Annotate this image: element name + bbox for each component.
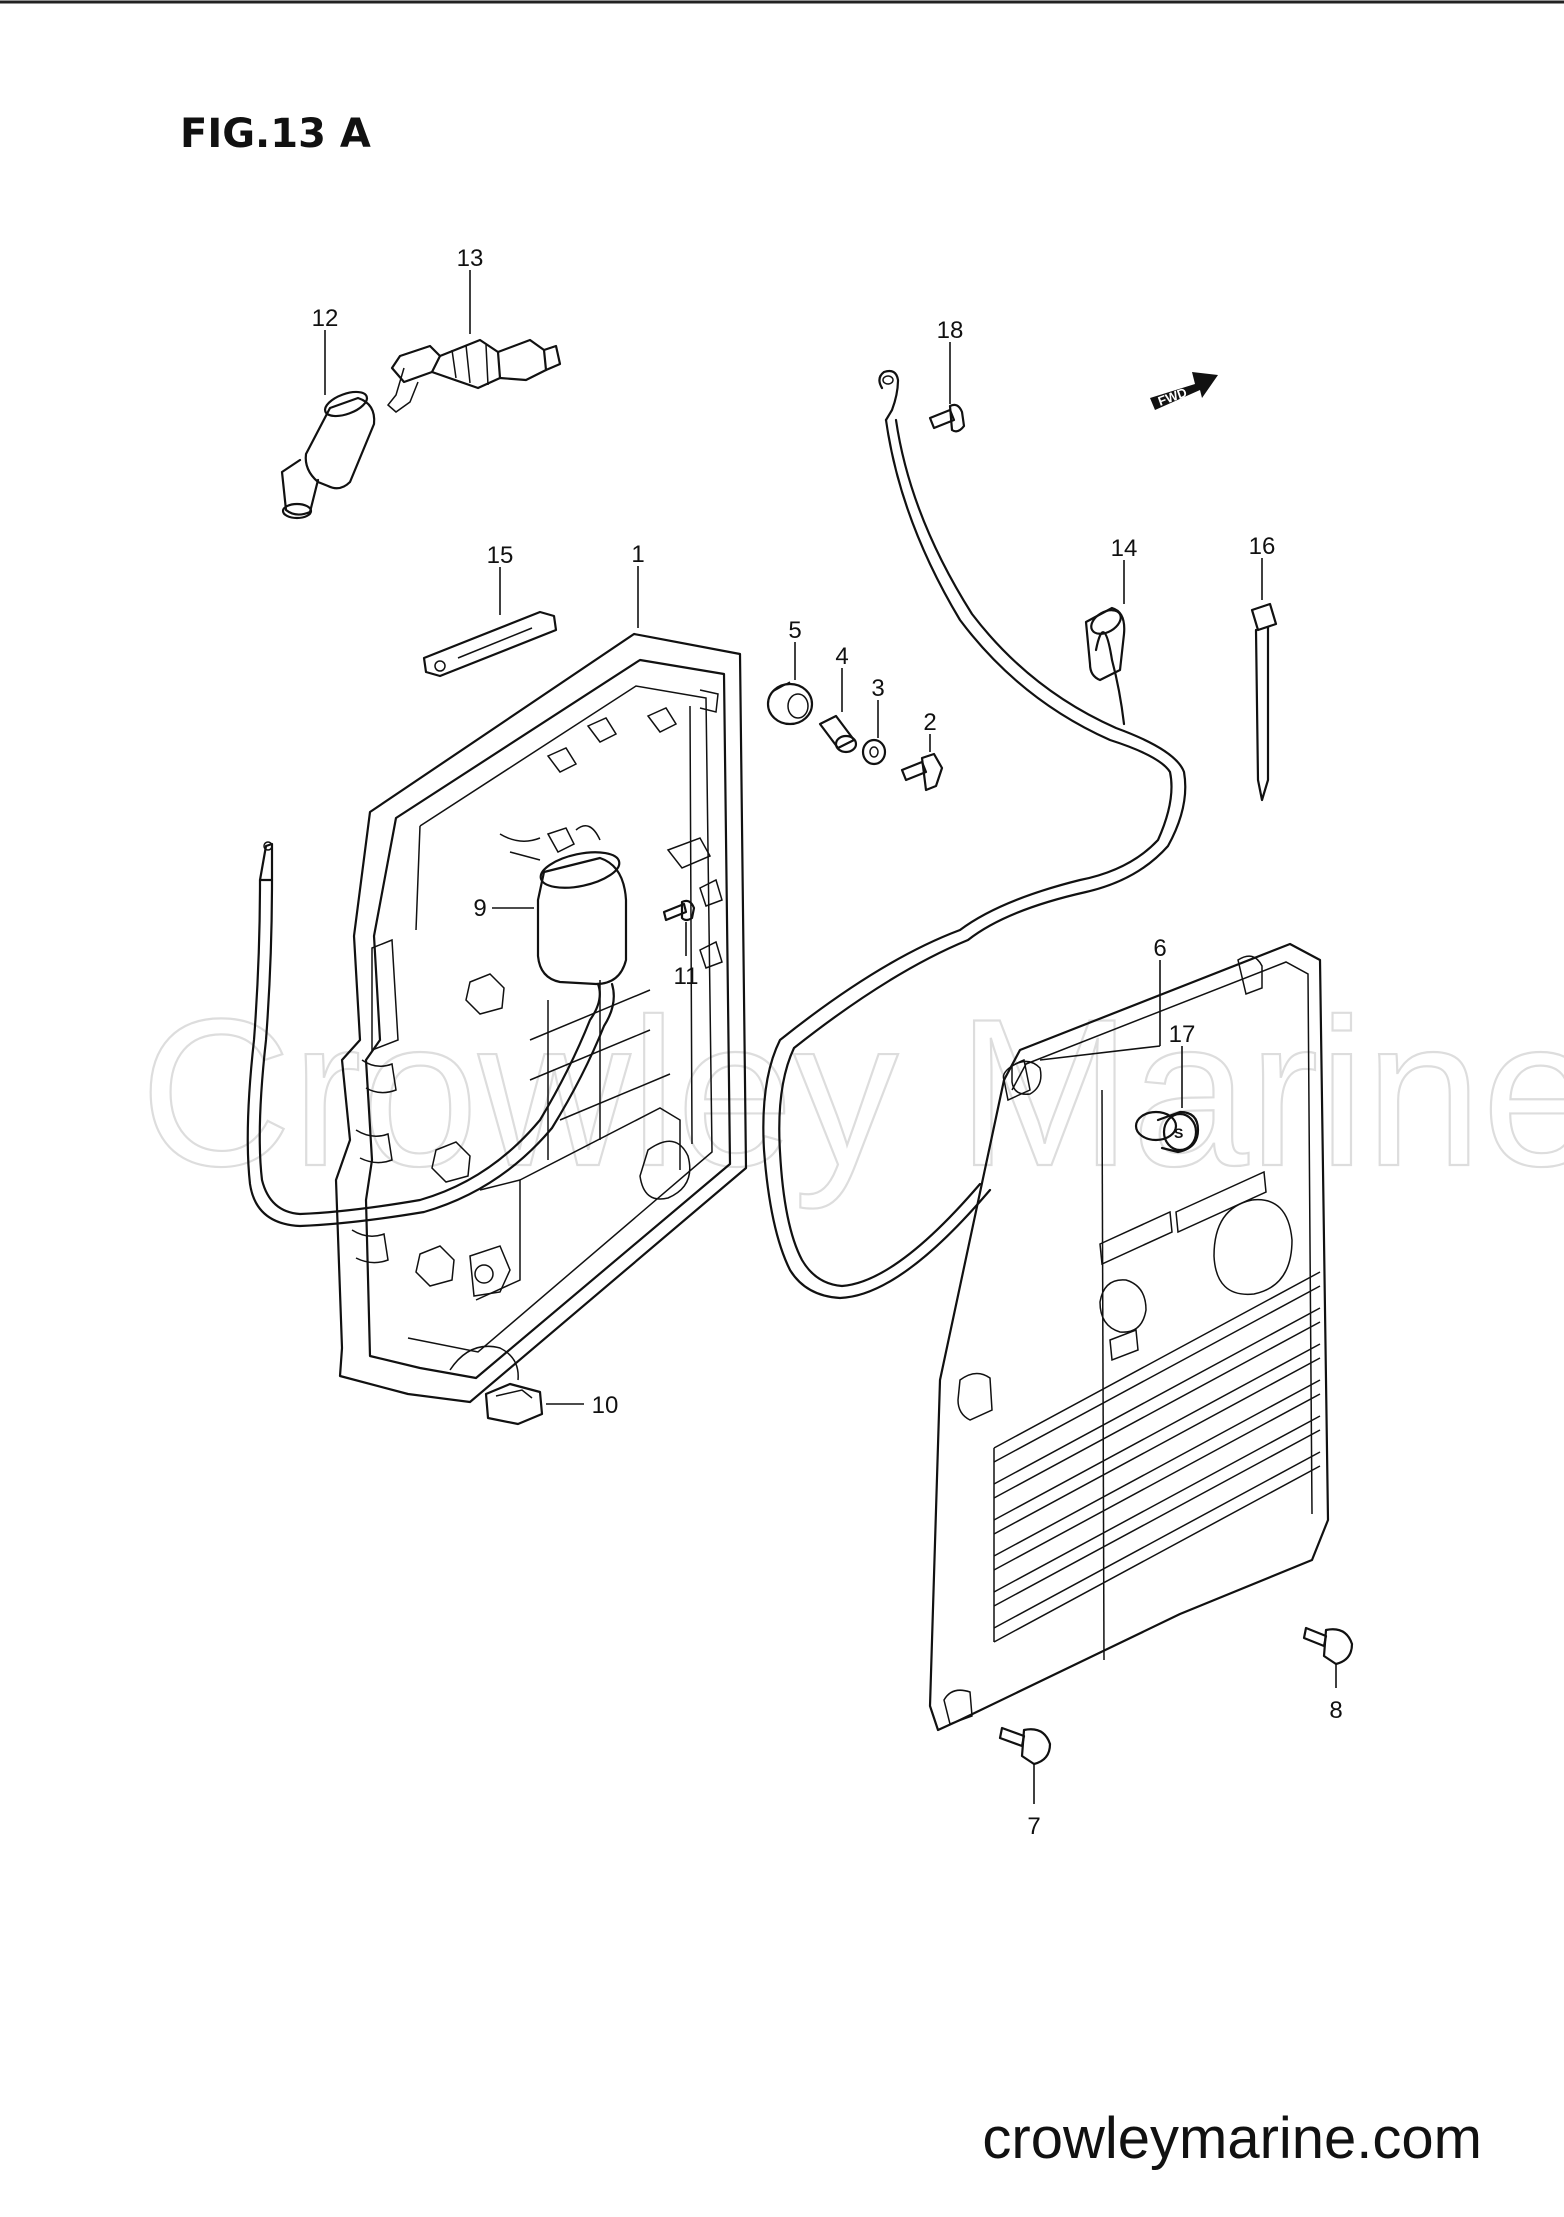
callout-14: 14: [1111, 535, 1138, 562]
figure-title: FIG.13 A: [180, 111, 371, 157]
callout-3: 3: [871, 675, 884, 702]
callout-4: 4: [835, 643, 848, 670]
spark-plug-drawing: [386, 270, 562, 413]
screw-18-drawing: [928, 342, 966, 433]
watermark-text: Crowley Marine: [140, 975, 1564, 1210]
callout-10: 10: [592, 1392, 619, 1419]
cap-mark: S: [1174, 1125, 1183, 1141]
callout-7: 7: [1027, 1813, 1040, 1840]
screw-8-drawing: [1302, 1626, 1354, 1688]
callout-15: 15: [487, 542, 514, 569]
callout-2: 2: [923, 709, 936, 736]
fwd-marker: FWD: [1150, 372, 1218, 410]
callout-13: 13: [457, 245, 484, 272]
callout-12: 12: [312, 305, 339, 332]
plug-cap-drawing: [280, 330, 376, 520]
callout-5: 5: [788, 617, 801, 644]
callout-18: 18: [937, 317, 964, 344]
source-url: crowleymarine.com: [982, 2106, 1482, 2171]
callout-1: 1: [631, 541, 644, 568]
battery-lead-drawing: [762, 369, 1187, 1300]
callout-11: 11: [674, 963, 699, 990]
callouts: 13 12 18 15 1 14 16 5 4 3 2 9 11 6 17 10…: [312, 245, 1343, 1840]
fwd-label: FWD: [1156, 385, 1189, 409]
screw-7-drawing: [998, 1726, 1052, 1804]
mounting-panel-drawing: [334, 566, 748, 1404]
washer-3-drawing: [861, 700, 887, 766]
clamp-10-drawing: [484, 1382, 584, 1426]
bolt-2-drawing: [900, 734, 944, 792]
grommet-5-drawing: [766, 642, 814, 726]
ignition-coil-drawing: [246, 825, 628, 1228]
callout-9: 9: [473, 895, 486, 922]
cap-17-drawing: S: [1134, 1046, 1200, 1154]
screw-11-drawing: [662, 899, 696, 956]
bracket-15-drawing: [422, 567, 558, 678]
collar-4-drawing: [818, 668, 858, 754]
callout-16: 16: [1249, 533, 1276, 560]
callout-17: 17: [1169, 1021, 1196, 1048]
callout-8: 8: [1329, 1697, 1342, 1724]
cover-6-drawing: [928, 942, 1330, 1732]
callout-6: 6: [1153, 935, 1166, 962]
cable-tie-drawing: [1250, 558, 1278, 802]
